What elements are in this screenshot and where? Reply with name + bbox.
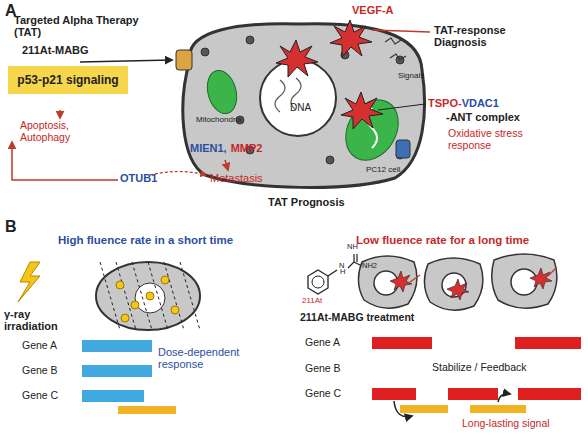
label-text: Stabilize / Feedback — [432, 362, 527, 374]
label-text: Gene B — [22, 365, 58, 377]
label-text: OTUB1 — [120, 172, 157, 184]
label-text: Dose-dependent response — [158, 346, 248, 370]
label-text: Gene A — [305, 337, 340, 349]
label-text: VEGF-A — [352, 4, 394, 16]
label-text: Signals — [398, 72, 424, 81]
label-text: High fluence rate in a short time — [58, 234, 233, 247]
label-text: TAT Prognosis — [268, 196, 345, 208]
label-text: 211At-MABG — [22, 44, 89, 56]
label-text: Low fluence rate for a long time — [356, 234, 529, 247]
label-text: Mitochondria — [196, 116, 242, 125]
signaling-box: p53-p21 signaling — [8, 66, 128, 94]
label-text: Metastasis — [210, 172, 263, 184]
label-text: MIEN1, — [190, 142, 227, 154]
label-text: Gene A — [22, 340, 57, 352]
label-text: TSPO- — [428, 97, 462, 109]
node-text: p53-p21 signaling — [17, 73, 118, 87]
label-text: DNA — [290, 102, 311, 113]
label-text: N — [339, 262, 344, 270]
label-text: VDAC1 — [462, 97, 499, 109]
label-text: Targeted Alpha Therapy (TAT) — [14, 14, 164, 38]
label-text: Gene C — [305, 388, 341, 400]
label-text: Gene C — [22, 390, 58, 402]
label-text: Long-lasting signal — [462, 418, 550, 430]
label-text: 211At-MABG treatment — [300, 312, 414, 324]
label-text: MMP2 — [231, 142, 263, 154]
label-text: Oxidative stress response — [448, 128, 548, 151]
ray-line — [116, 262, 136, 330]
label-text: γ-ray irradiation — [4, 308, 74, 332]
label-text: TAT-response Diagnosis — [434, 24, 554, 48]
ray-line — [164, 262, 184, 330]
ray-line — [100, 262, 120, 330]
label-text: Gene B — [305, 363, 341, 375]
label-text: NH — [347, 243, 358, 251]
label-text: -ANT complex — [446, 111, 520, 123]
label-text: B — [5, 218, 17, 236]
ray-line — [180, 262, 200, 330]
label-text: Apoptosis, Autophagy — [20, 120, 120, 143]
label-text: PC12 cell — [366, 166, 400, 175]
label-text: 211At — [302, 297, 322, 306]
label-text: NH2 — [362, 262, 377, 270]
